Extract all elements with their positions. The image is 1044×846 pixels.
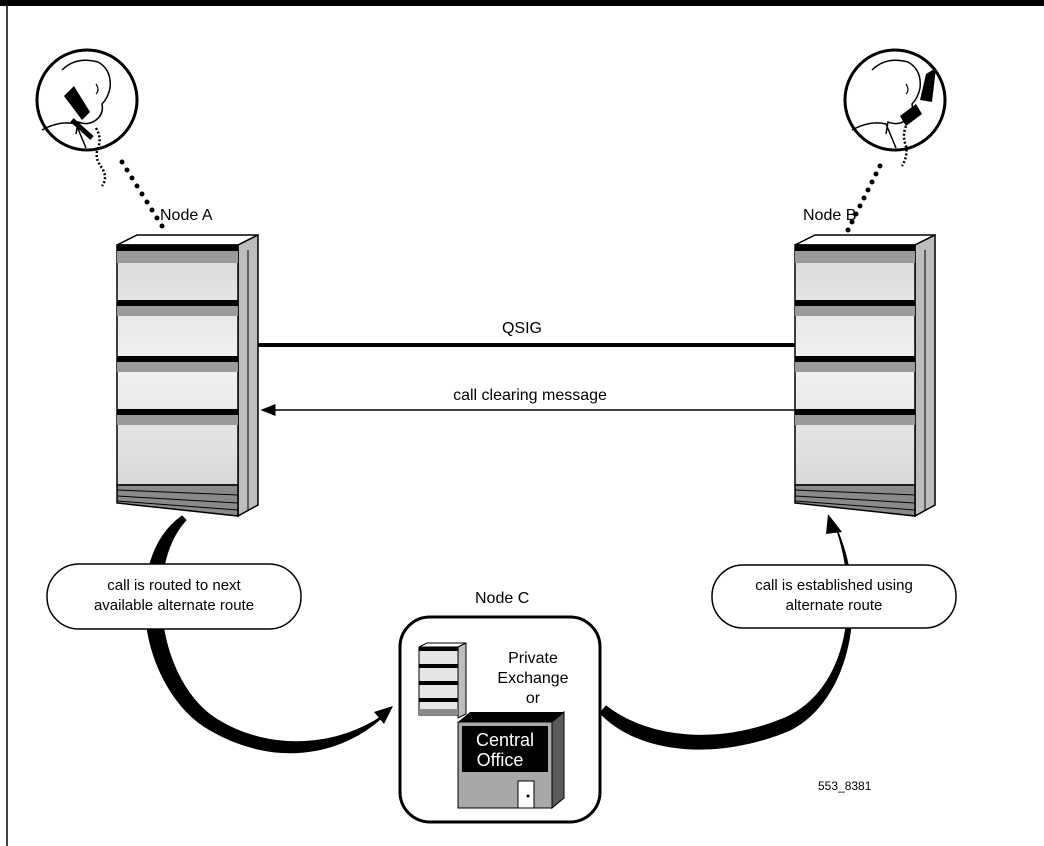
node-c-line2: Exchange [497, 670, 568, 687]
node-c-label: Node C [475, 590, 529, 607]
oval-right-line2: alternate route [786, 597, 883, 614]
qsig-label: QSIG [502, 320, 542, 337]
oval-right [711, 564, 957, 629]
central-office-building-icon [457, 710, 565, 810]
oval-left [46, 563, 302, 630]
central-office-line2: Office [477, 750, 524, 770]
dotted-link-left [119, 159, 165, 229]
node-a-label: Node A [160, 207, 213, 224]
phone-user-right-icon [843, 48, 947, 167]
central-office-line1: Central [476, 730, 534, 750]
node-a-cabinet-icon [116, 233, 259, 518]
oval-left-line2: available alternate route [94, 597, 254, 614]
oval-left-line1: call is routed to next [107, 577, 241, 594]
route-curve-left [144, 515, 389, 754]
dotted-link-right [842, 163, 883, 241]
clearing-message-label: call clearing message [453, 387, 607, 404]
route-curve-right [599, 524, 853, 750]
route-arrowhead-left [374, 706, 393, 724]
node-b-cabinet-icon [794, 233, 936, 518]
figure-id: 553_8381 [818, 779, 872, 793]
node-c-line1: Private [508, 650, 558, 667]
route-arrowhead-right [826, 514, 842, 534]
oval-right-line1: call is established using [755, 577, 913, 594]
phone-user-left-icon [35, 48, 139, 187]
node-b-label: Node B [803, 207, 856, 224]
header-strip [0, 0, 1044, 4]
node-c-line3: or [526, 690, 541, 707]
mini-cabinet-icon [418, 642, 467, 719]
